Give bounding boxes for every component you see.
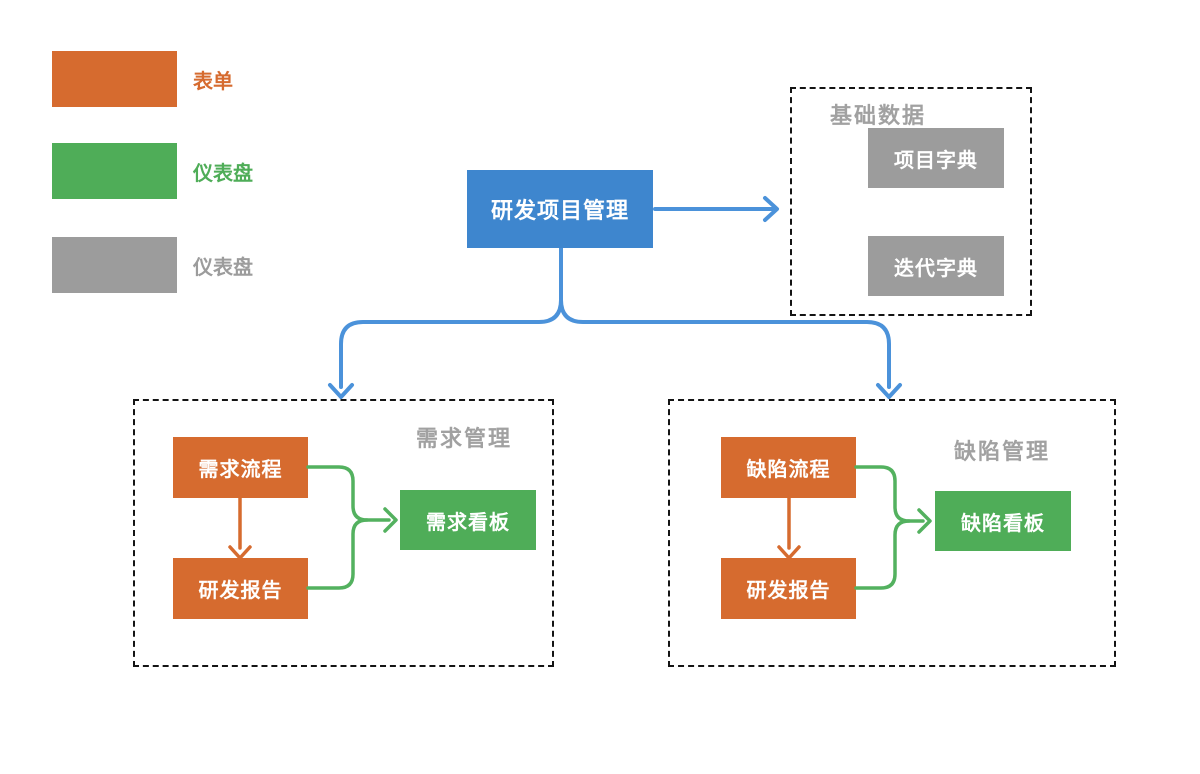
panel-requirement-management: 需求管理 需求流程 研发报告 需求看板: [133, 399, 554, 667]
node-requirement-flow[interactable]: 需求流程: [173, 437, 308, 498]
node-project-dictionary[interactable]: 项目字典: [868, 128, 1004, 188]
legend-label-form: 表单: [193, 70, 233, 93]
node-rd-report-req[interactable]: 研发报告: [173, 558, 308, 619]
legend-item-form: 表单: [52, 51, 233, 107]
panel-title-requirement-management: 需求管理: [415, 426, 512, 451]
connector-root-to-base-data: [653, 196, 779, 222]
panel-base-data: 基础数据 项目字典 迭代字典: [790, 87, 1032, 316]
legend-item-gray-dashboard: 仪表盘: [52, 237, 253, 293]
node-rd-project-management[interactable]: 研发项目管理: [467, 170, 653, 248]
legend-label-dashboard: 仪表盘: [193, 162, 253, 185]
panel-title-base-data: 基础数据: [830, 103, 927, 128]
panel-defect-management: 缺陷管理 缺陷流程 研发报告 缺陷看板: [668, 399, 1116, 667]
node-requirement-board[interactable]: 需求看板: [400, 490, 536, 550]
legend-swatch-gray-dashboard: [52, 237, 177, 293]
legend-swatch-dashboard: [52, 143, 177, 199]
legend-swatch-form: [52, 51, 177, 107]
legend-item-dashboard: 仪表盘: [52, 143, 253, 199]
node-defect-board[interactable]: 缺陷看板: [935, 491, 1071, 551]
node-rd-report-defect[interactable]: 研发报告: [721, 558, 856, 619]
node-iteration-dictionary[interactable]: 迭代字典: [868, 236, 1004, 296]
panel-title-defect-management: 缺陷管理: [953, 439, 1050, 464]
legend-label-gray-dashboard: 仪表盘: [193, 256, 253, 279]
node-defect-flow[interactable]: 缺陷流程: [721, 437, 856, 498]
